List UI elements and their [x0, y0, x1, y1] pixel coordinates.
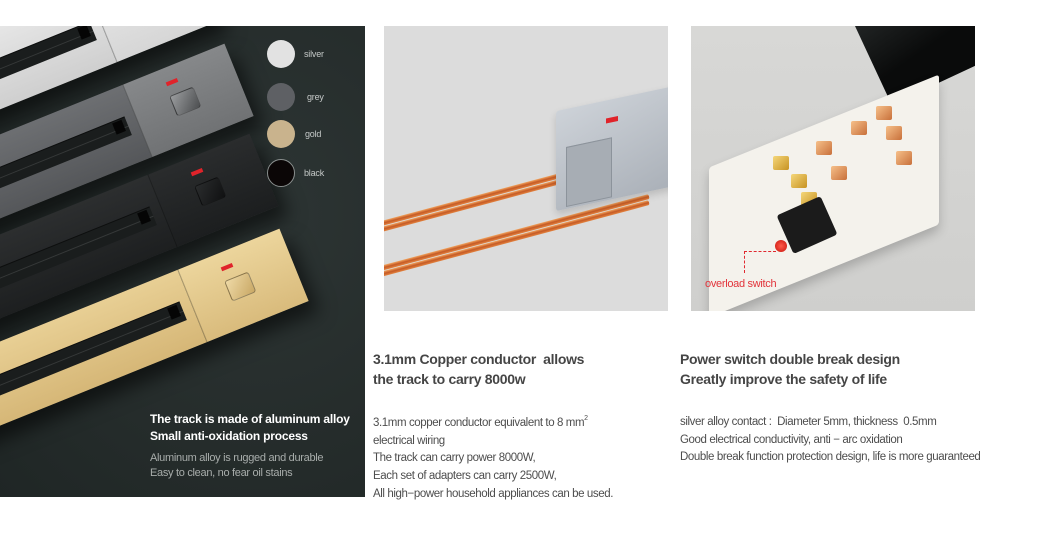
callout-line	[744, 251, 776, 252]
swatch-grey[interactable]: grey	[267, 83, 324, 111]
copper-conductor-image	[384, 26, 668, 311]
swatch-label: gold	[305, 129, 322, 139]
adapter-housing	[556, 84, 668, 212]
switch-heading: Power switch double break design Greatly…	[680, 351, 900, 387]
swatch-circle	[267, 40, 295, 68]
swatch-circle	[267, 159, 295, 187]
swatch-black[interactable]: black	[267, 159, 324, 187]
breaker-reset-button	[775, 240, 787, 252]
swatch-label: grey	[307, 92, 324, 102]
aluminum-description: The track is made of aluminum alloy Smal…	[150, 411, 365, 481]
switch-housing	[709, 74, 939, 311]
overload-switch-label: overload switch	[705, 278, 777, 290]
swatch-label: silver	[304, 49, 324, 59]
aluminum-heading: The track is made of aluminum alloy Smal…	[150, 412, 350, 443]
swatch-silver[interactable]: silver	[267, 40, 324, 68]
swatch-circle	[267, 83, 295, 111]
aluminum-body: Aluminum alloy is rugged and durable Eas…	[150, 452, 324, 479]
indicator-led	[606, 116, 618, 124]
swatch-gold[interactable]: gold	[267, 120, 321, 148]
switch-description: Power switch double break design Greatly…	[680, 349, 1045, 467]
swatch-circle	[267, 120, 295, 148]
copper-description: 3.1mm Copper conductor allows the track …	[373, 349, 673, 504]
color-options-panel: silver grey gold black The track is made…	[0, 26, 365, 497]
callout-line	[744, 251, 745, 273]
power-switch-image: overload switch	[691, 26, 975, 311]
copper-body: 3.1mm copper conductor equivalent to 8 m…	[373, 415, 614, 500]
switch-body: silver alloy contact : Diameter 5mm, thi…	[680, 416, 981, 464]
copper-heading: 3.1mm Copper conductor allows the track …	[373, 351, 585, 387]
swatch-label: black	[304, 168, 325, 178]
